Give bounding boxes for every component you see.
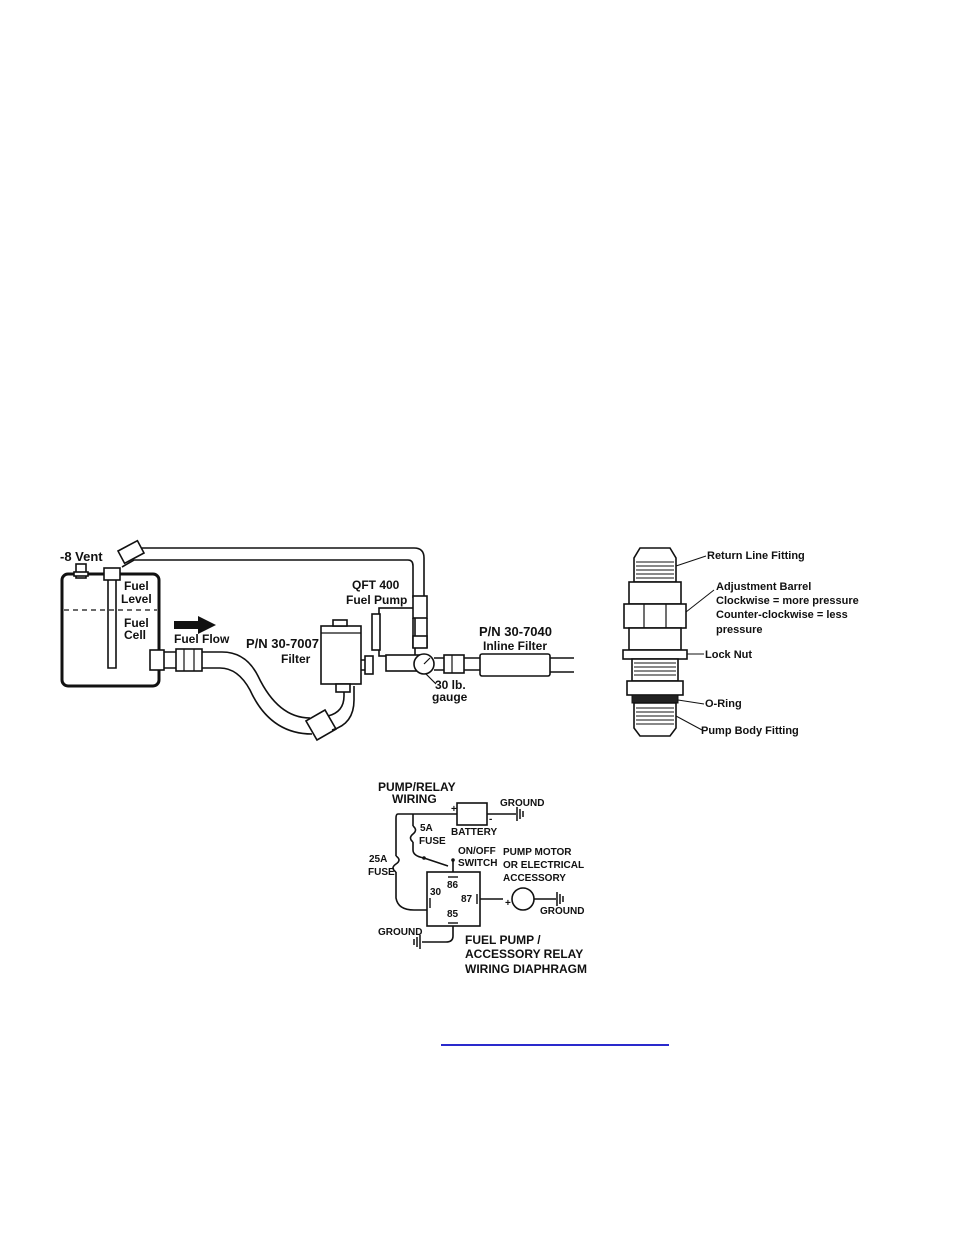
- fuel-pump-body: [378, 607, 416, 657]
- o-ring: [631, 694, 679, 704]
- filter-body: [320, 625, 362, 685]
- motor-label-3: ACCESSORY: [503, 873, 566, 884]
- fuse-5a-label-2: FUSE: [419, 836, 446, 847]
- ground-symbol-right: [556, 892, 564, 906]
- fuse-25a-label: 25A: [369, 854, 387, 865]
- battery-plus: +: [451, 804, 457, 815]
- vent-fitting: [75, 563, 87, 579]
- gauge-label: 30 lb.: [435, 678, 466, 692]
- fuel-level-label-2: Level: [121, 592, 152, 606]
- vent-label: -8 Vent: [60, 549, 103, 564]
- lock-nut-label: Lock Nut: [705, 649, 752, 661]
- inline-filter: [479, 653, 551, 677]
- pump-label: Fuel Pump: [346, 593, 407, 607]
- ground-symbol-top: [516, 807, 524, 821]
- motor-label: PUMP MOTOR: [503, 847, 572, 858]
- fuse-25a-label-2: FUSE: [368, 867, 395, 878]
- lock-nut: [622, 649, 688, 660]
- wiring-diagram: PUMP/RELAY WIRING GROUND + - BATTERY 5A …: [368, 780, 587, 976]
- fuel-cell-label: Fuel: [124, 616, 149, 630]
- fuel-flow-arrow: [174, 616, 216, 634]
- fuse-5a: [409, 825, 417, 843]
- pickup-fitting: [103, 567, 121, 581]
- fuel-system-diagram: -8 Vent Fuel Level Fuel Cell Fuel Flow P…: [60, 539, 574, 742]
- tank-outlet-fitting: [149, 649, 165, 671]
- motor-plus: +: [505, 898, 511, 909]
- hyperlink-underline[interactable]: [441, 1044, 669, 1046]
- hose-fitting-1: [175, 648, 203, 672]
- wiring-title: PUMP/RELAY: [378, 780, 456, 794]
- pin-86-label: 86: [447, 880, 459, 891]
- return-line-fitting: [116, 539, 146, 565]
- pin-30-label: 30: [430, 887, 442, 898]
- caption-line-2: ACCESSORY RELAY: [465, 947, 583, 961]
- adj-barrel-label-4: pressure: [716, 624, 762, 636]
- pump-model-label: QFT 400: [352, 578, 400, 592]
- switch-label-2: SWITCH: [458, 858, 497, 869]
- motor-label-2: OR ELECTRICAL: [503, 860, 584, 871]
- pump-body-label: Pump Body Fitting: [701, 725, 799, 737]
- pump-motor: [511, 887, 535, 911]
- caption-line-3: WIRING DIAPHRAGM: [465, 962, 587, 976]
- wiring-title-2: WIRING: [392, 792, 437, 806]
- battery-box: [456, 802, 488, 826]
- battery-minus: -: [489, 814, 492, 825]
- inline-filter-label: Inline Filter: [483, 639, 547, 653]
- filter-label: Filter: [281, 652, 311, 666]
- pin-85-label: 85: [447, 909, 459, 920]
- filter-pn-label: P/N 30-7007: [246, 636, 319, 651]
- inline-filter-fitting: [443, 654, 465, 674]
- pump-return-fitting: [412, 595, 428, 619]
- ground-top-label: GROUND: [500, 798, 544, 809]
- regulator-diagram: Return Line Fitting Adjustment Barrel Cl…: [622, 547, 859, 737]
- adj-barrel-label-2: Clockwise = more pressure: [716, 595, 859, 607]
- fuel-flow-label: Fuel Flow: [174, 632, 230, 646]
- battery-label: BATTERY: [451, 827, 497, 838]
- switch-label: ON/OFF: [458, 846, 496, 857]
- fuse-25a: [392, 855, 400, 873]
- inline-filter-pn-label: P/N 30-7040: [479, 624, 552, 639]
- gauge-label-2: gauge: [432, 690, 468, 704]
- fuel-cell-label-2: Cell: [124, 628, 146, 642]
- ground-right-label: GROUND: [540, 906, 584, 917]
- ground-left-label: GROUND: [378, 927, 422, 938]
- o-ring-label: O-Ring: [705, 698, 742, 710]
- fuse-5a-label: 5A: [420, 823, 433, 834]
- hose-fitting-2: [304, 708, 338, 742]
- adjustment-barrel: [628, 581, 682, 605]
- pin-87-label: 87: [461, 894, 473, 905]
- fuel-level-label: Fuel: [124, 579, 149, 593]
- adj-barrel-label: Adjustment Barrel: [716, 581, 811, 593]
- return-line-label: Return Line Fitting: [707, 550, 805, 562]
- on-off-switch: [423, 857, 449, 867]
- ground-symbol-left: [413, 935, 421, 949]
- caption-line-1: FUEL PUMP /: [465, 933, 541, 947]
- adj-barrel-label-3: Counter-clockwise = less: [716, 609, 848, 621]
